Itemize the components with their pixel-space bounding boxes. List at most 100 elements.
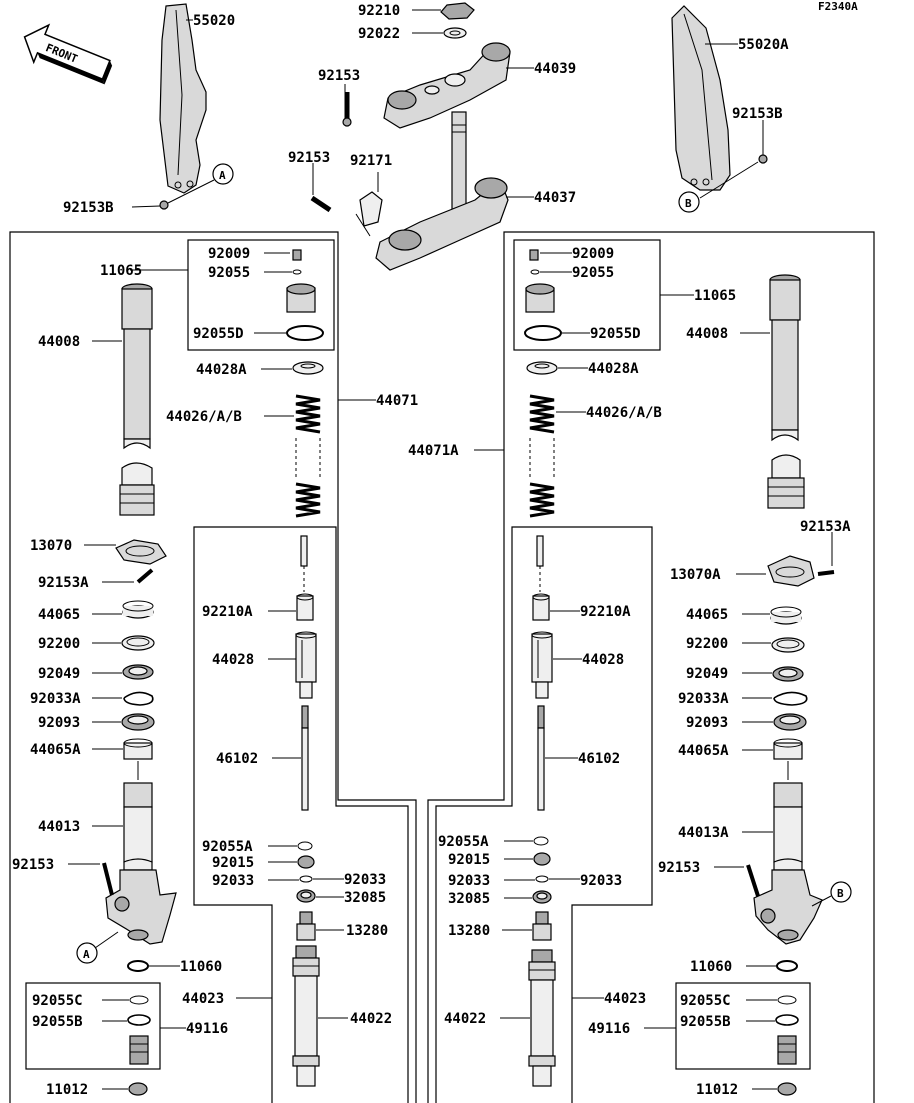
valve-13280-right: [532, 911, 552, 941]
label-92210A-right: 92210A: [580, 604, 631, 620]
bolt-92153-mid: [310, 195, 332, 213]
label-92033A-left: 92033A: [30, 691, 81, 707]
right-cartridge-box-44023: [435, 526, 653, 1103]
label-92033-left-a: 92033: [212, 873, 254, 889]
valve-13280-left: [296, 911, 316, 941]
spring-guide-44028-right: [531, 631, 553, 699]
nut-92210A-right: [532, 593, 550, 621]
damper-rod-46102-right: [537, 705, 545, 811]
label-44026-right: 44026/A/B: [586, 405, 662, 421]
spring-seat-44028A-right: [526, 361, 558, 375]
callout-a-top: [212, 163, 234, 185]
bolt-92153A-right: [817, 570, 835, 576]
label-44065-right: 44065: [686, 607, 728, 623]
label-44022-left: 44022: [350, 1011, 392, 1027]
label-44037: 44037: [534, 190, 576, 206]
base-valve-left: [129, 1035, 149, 1065]
label-92055C-right: 92055C: [680, 993, 731, 1009]
left-cap-box-11065: [187, 239, 335, 351]
label-92200-left: 92200: [38, 636, 80, 652]
bushing-44065-left: [122, 600, 154, 619]
oring-11060-right: [776, 960, 798, 972]
fork-cap-right: [525, 283, 555, 313]
label-92210: 92210: [358, 3, 400, 19]
oring-92055A-right: [533, 836, 549, 846]
label-32085-left: 32085: [344, 890, 386, 906]
label-44028A-right: 44028A: [588, 361, 639, 377]
circlip-92033A-left: [123, 691, 154, 706]
label-46102-right: 46102: [578, 751, 620, 767]
label-92153A-left: 92153A: [38, 575, 89, 591]
damper-rod-46102-left: [301, 705, 309, 811]
label-92093-left: 92093: [38, 715, 80, 731]
label-92055-left: 92055: [208, 265, 250, 281]
label-44028-right: 44028: [582, 652, 624, 668]
washer-92200-right: [771, 637, 805, 653]
bolt-92153-top: [342, 92, 352, 127]
label-44023-left: 44023: [182, 991, 224, 1007]
label-32085-right: 32085: [448, 891, 490, 907]
rod-top-right: [536, 535, 544, 567]
clamp-13070: [115, 539, 167, 565]
label-11012-right: 11012: [696, 1082, 738, 1098]
washer-92200-left: [121, 635, 155, 651]
label-44013A-right: 44013A: [678, 825, 729, 841]
label-92171: 92171: [350, 153, 392, 169]
bolt-92153-left-lower: [102, 862, 114, 896]
inner-tube-44013-left: [123, 782, 153, 871]
label-92153B-right: 92153B: [732, 106, 783, 122]
nut-11012-left: [128, 1082, 148, 1096]
spring-44026-right: [529, 394, 555, 518]
clamp-13070A: [767, 555, 815, 587]
label-92055D-right: 92055D: [590, 326, 641, 342]
oring-92055D-right: [524, 325, 562, 341]
left-base-valve-box-49116: [25, 982, 161, 1070]
cap-bolt-92009-left: [292, 249, 302, 261]
label-44008-right: 44008: [686, 326, 728, 342]
label-92015-left: 92015: [212, 855, 254, 871]
label-11065-left: 11065: [100, 263, 142, 279]
label-92033-right-a: 92033: [448, 873, 490, 889]
label-46102-left: 46102: [216, 751, 258, 767]
oring-92055A-left: [297, 841, 313, 851]
steering-stem-44037: [375, 111, 509, 271]
label-92055A-left: 92055A: [202, 839, 253, 855]
label-11060-right: 11060: [690, 959, 732, 975]
label-13280-right: 13280: [448, 923, 490, 939]
label-92055D-left: 92055D: [193, 326, 244, 342]
callout-b-bottom: [830, 881, 852, 903]
oring-11060-left: [127, 960, 149, 972]
nut-92015-right: [533, 852, 551, 866]
oring-92055C-left: [129, 995, 149, 1005]
diagram-code: F2340A: [818, 0, 858, 13]
spring-guide-44028-left: [295, 631, 317, 699]
label-44026-left: 44026/A/B: [166, 409, 242, 425]
washer-92033-left: [299, 875, 313, 883]
right-fork-guard: [671, 5, 731, 191]
cartridge-44022-right: [528, 949, 556, 1087]
label-44071: 44071: [376, 393, 418, 409]
label-92093-right: 92093: [686, 715, 728, 731]
label-44065-left: 44065: [38, 607, 80, 623]
callout-a-bottom-label: A: [83, 948, 90, 961]
label-92033-left-b: 92033: [344, 872, 386, 888]
bushing-44065A-left: [123, 738, 153, 760]
callout-b-top-label: B: [685, 197, 692, 210]
label-92055A-right: 92055A: [438, 834, 489, 850]
nut-92210A-left: [296, 593, 314, 621]
label-92009-left: 92009: [208, 246, 250, 262]
cap-bolt-92009-right: [529, 249, 539, 261]
label-44028A-left: 44028A: [196, 362, 247, 378]
rod-top-left: [300, 535, 308, 567]
callout-b-top: [678, 191, 700, 213]
fork-cap-left: [286, 283, 316, 313]
circlip-92033A-right: [773, 691, 808, 706]
label-92055B-right: 92055B: [680, 1014, 731, 1030]
dust-boot-left: [119, 462, 155, 516]
upper-triple-clamp-44039: [383, 42, 511, 129]
dust-seal-92093-left: [121, 713, 155, 731]
label-13280-left: 13280: [346, 923, 388, 939]
oring-92055B-left: [127, 1014, 151, 1026]
cartridge-44022-left: [292, 945, 320, 1087]
label-11065-right: 11065: [694, 288, 736, 304]
